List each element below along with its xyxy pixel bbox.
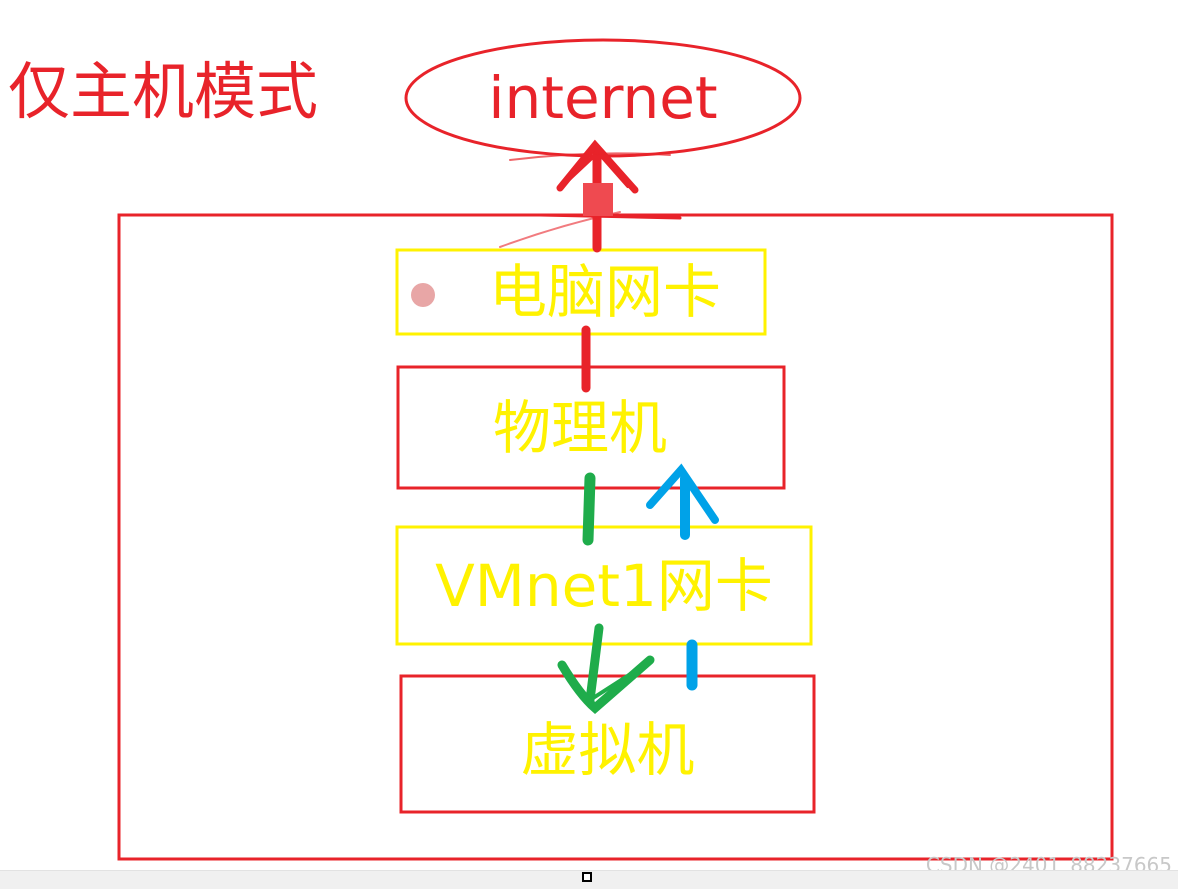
diagram-title: 仅主机模式	[8, 55, 319, 128]
vmnet1-label: VMnet1网卡	[435, 551, 773, 620]
nic-box	[395, 248, 767, 336]
green-down-arrow	[557, 472, 655, 714]
vm-label: 虚拟机	[520, 716, 695, 784]
nic-label: 电脑网卡	[488, 258, 721, 326]
host-label: 物理机	[492, 393, 667, 462]
pink-dot	[411, 283, 435, 307]
vm-box	[399, 674, 816, 814]
internet-label: internet	[488, 64, 718, 132]
blue-up-arrow	[646, 463, 719, 691]
red-marker-square	[583, 183, 613, 216]
scrollbar-grip[interactable]	[582, 872, 592, 882]
host-container-box	[117, 213, 1114, 861]
vmnet1-box	[395, 525, 813, 646]
